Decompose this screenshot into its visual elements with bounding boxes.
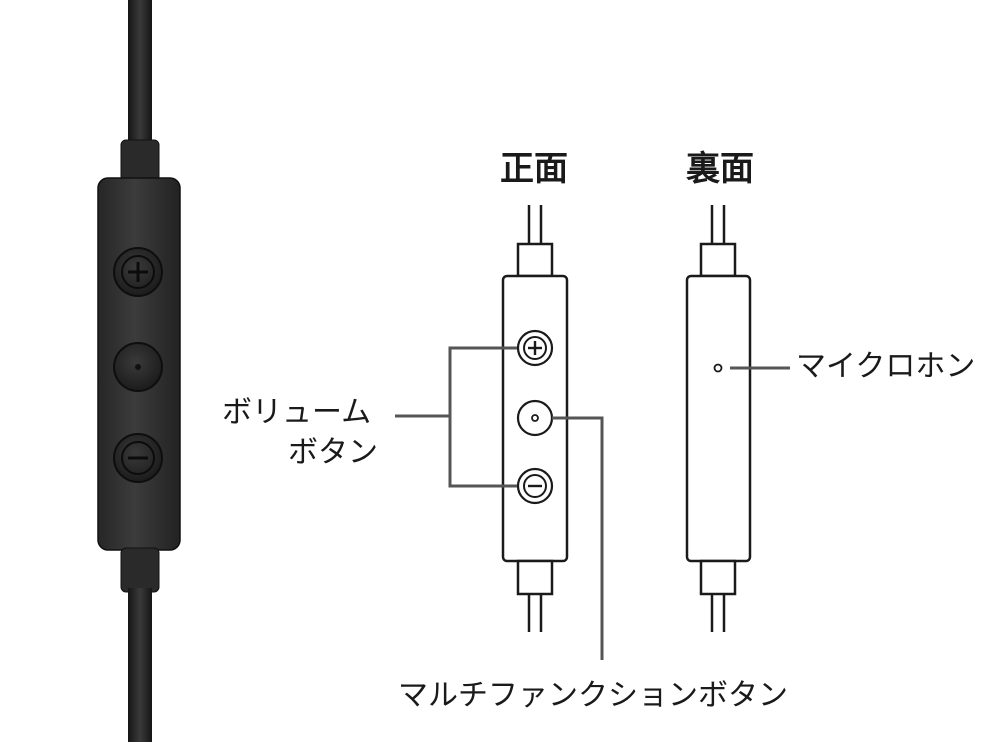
front-minus-button: [516, 467, 554, 505]
front-view-title: 正面: [500, 149, 568, 189]
photo-cable-top: [128, 0, 152, 150]
photo-strain-relief-bottom: [120, 547, 160, 593]
front-plus-button: [516, 329, 554, 367]
photo-minus-button: [113, 433, 163, 483]
volume-callout-line1: ボリューム: [222, 395, 372, 430]
volume-callout-line2: ボタン: [288, 435, 378, 470]
back-strain-relief-top: [699, 242, 737, 278]
back-view-title: 裏面: [686, 149, 754, 189]
front-strain-relief-bottom: [516, 559, 554, 596]
multifunction-leader: [552, 416, 604, 660]
back-remote-body: [685, 274, 752, 563]
back-view-drawing: [685, 205, 752, 632]
multifunction-callout: マルチファンクションボタン: [398, 678, 788, 713]
front-strain-relief-top: [516, 242, 554, 278]
leader-lines: [395, 346, 790, 660]
photo-multifunction-button: [113, 342, 163, 392]
back-microphone-hole: [713, 363, 723, 373]
photo-cable-bottom: [128, 588, 152, 742]
photo-strain-relief-top: [120, 139, 160, 183]
remote-photo: [97, 0, 181, 742]
front-view-drawing: [501, 205, 569, 632]
photo-plus-button: [113, 247, 163, 297]
back-strain-relief-bottom: [699, 559, 737, 596]
microphone-callout: マイクロホン: [796, 349, 976, 384]
